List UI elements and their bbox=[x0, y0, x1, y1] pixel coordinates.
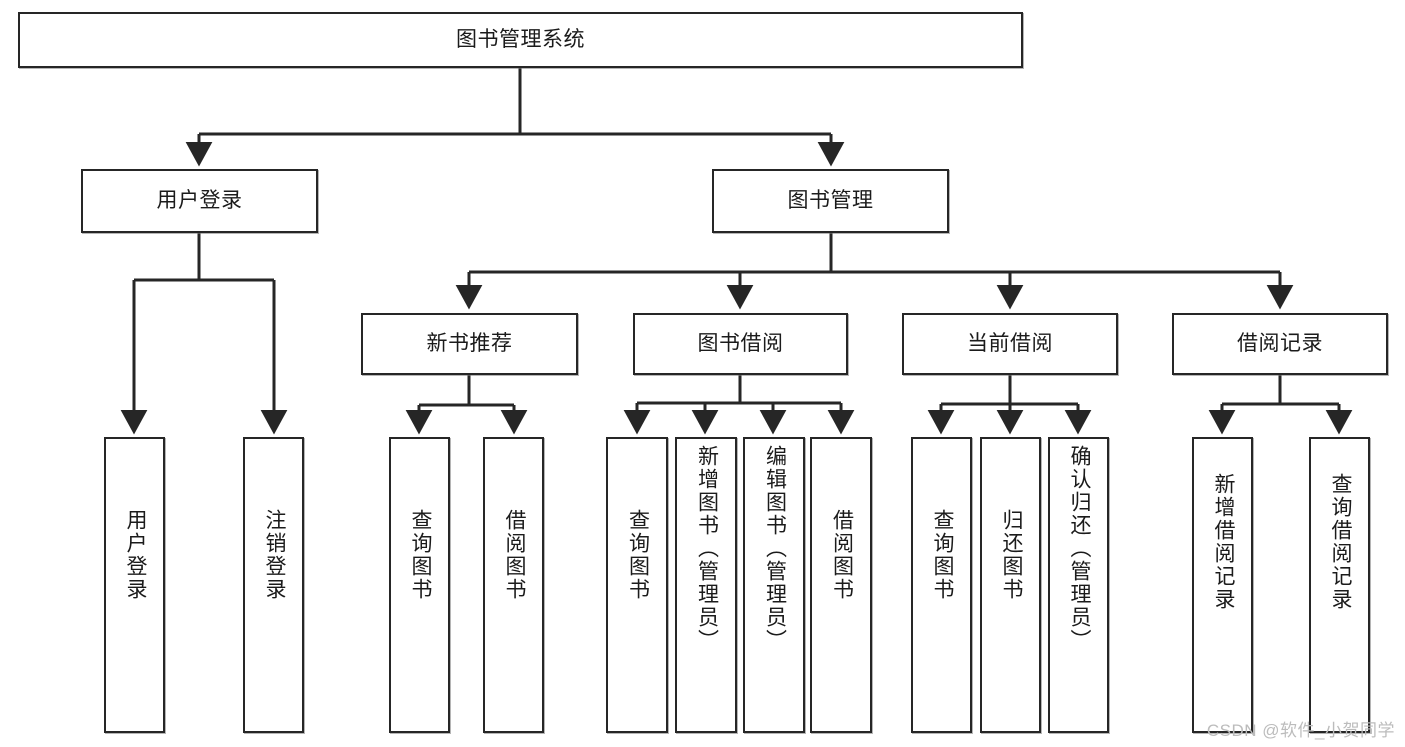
node-label: 新增图书（管理员） bbox=[695, 445, 719, 652]
node-leaf-query-book-borrow[interactable]: 查询图书 bbox=[606, 437, 668, 733]
node-label: 借阅记录 bbox=[1237, 331, 1323, 355]
node-user-login[interactable]: 用户登录 bbox=[81, 169, 318, 233]
node-leaf-user-login[interactable]: 用户登录 bbox=[104, 437, 165, 733]
node-label: 新增借阅记录 bbox=[1211, 473, 1235, 611]
node-book-management[interactable]: 图书管理 bbox=[712, 169, 949, 233]
node-leaf-return-book[interactable]: 归还图书 bbox=[980, 437, 1041, 733]
node-root-system[interactable]: 图书管理系统 bbox=[18, 12, 1023, 68]
node-label: 图书借阅 bbox=[697, 331, 784, 355]
node-leaf-query-book-recommend[interactable]: 查询图书 bbox=[389, 437, 450, 733]
node-leaf-logout[interactable]: 注销登录 bbox=[243, 437, 304, 733]
node-label: 查询图书 bbox=[930, 509, 954, 601]
node-label: 图书管理 bbox=[787, 188, 874, 212]
node-label: 用户登录 bbox=[123, 509, 147, 601]
node-label: 图书管理系统 bbox=[456, 27, 585, 51]
node-leaf-add-borrow-record[interactable]: 新增借阅记录 bbox=[1192, 437, 1253, 733]
node-borrow-record[interactable]: 借阅记录 bbox=[1172, 313, 1388, 375]
node-leaf-edit-book-admin[interactable]: 编辑图书（管理员） bbox=[743, 437, 805, 733]
node-label: 用户登录 bbox=[156, 188, 243, 212]
node-label: 借阅图书 bbox=[830, 509, 854, 601]
node-leaf-add-book-admin[interactable]: 新增图书（管理员） bbox=[675, 437, 737, 733]
node-label: 查询借阅记录 bbox=[1328, 473, 1352, 611]
node-leaf-query-book-current[interactable]: 查询图书 bbox=[911, 437, 972, 733]
node-label: 归还图书 bbox=[999, 509, 1023, 601]
node-label: 查询图书 bbox=[626, 509, 650, 601]
node-leaf-borrow-book-recommend[interactable]: 借阅图书 bbox=[483, 437, 544, 733]
node-label: 当前借阅 bbox=[967, 331, 1053, 355]
node-leaf-confirm-return-admin[interactable]: 确认归还（管理员） bbox=[1048, 437, 1109, 733]
node-label: 确认归还（管理员） bbox=[1067, 445, 1091, 652]
node-label: 编辑图书（管理员） bbox=[763, 445, 787, 652]
node-label: 查询图书 bbox=[408, 509, 432, 601]
node-label: 新书推荐 bbox=[426, 331, 513, 355]
node-leaf-query-borrow-record[interactable]: 查询借阅记录 bbox=[1309, 437, 1370, 733]
node-book-borrow[interactable]: 图书借阅 bbox=[633, 313, 848, 375]
node-current-borrow[interactable]: 当前借阅 bbox=[902, 313, 1118, 375]
node-label: 注销登录 bbox=[262, 509, 286, 601]
node-label: 借阅图书 bbox=[502, 509, 526, 601]
node-new-book-recommend[interactable]: 新书推荐 bbox=[361, 313, 578, 375]
watermark-text: CSDN @软件_小贺同学 bbox=[1206, 721, 1395, 740]
node-leaf-borrow-book[interactable]: 借阅图书 bbox=[810, 437, 872, 733]
